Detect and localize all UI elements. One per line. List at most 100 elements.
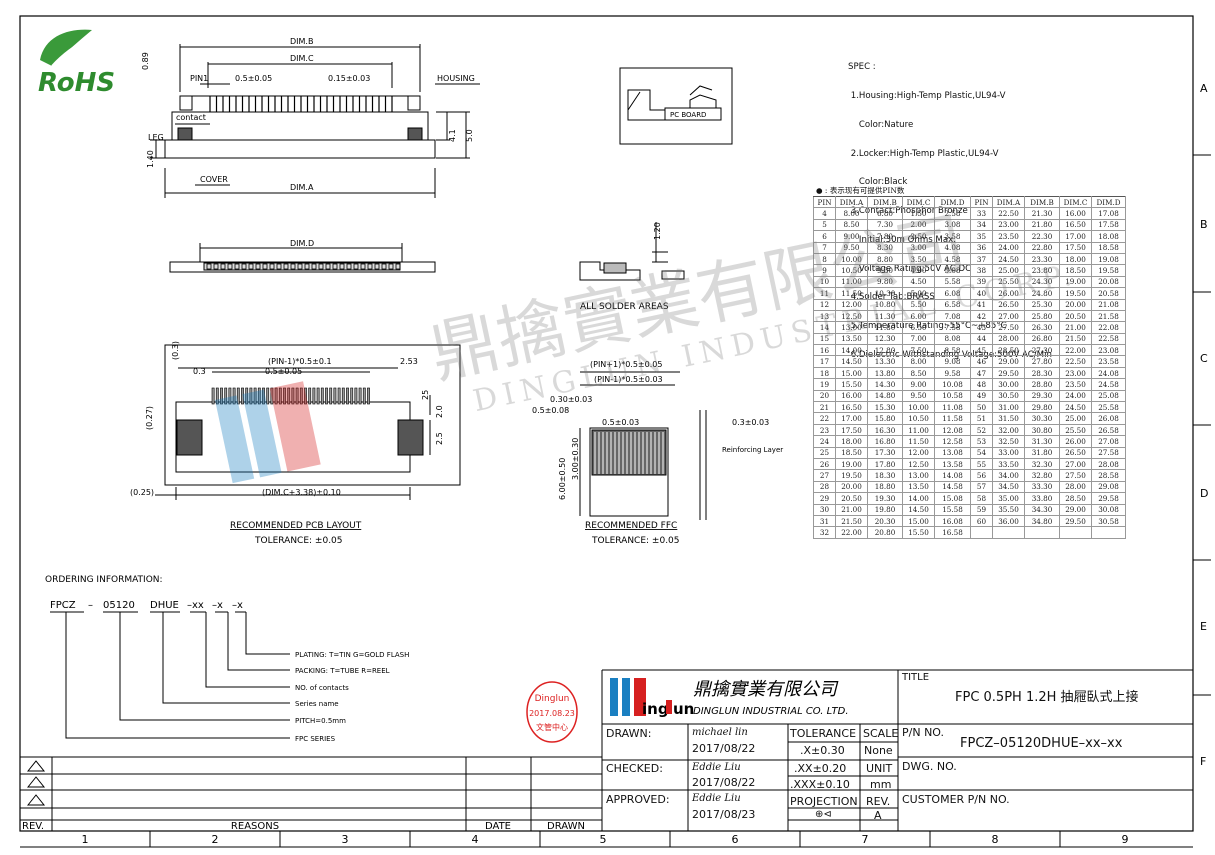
order-series: Series name [295, 700, 339, 708]
zone-row-b: B [1200, 218, 1208, 231]
front-view-labels: DIM.B DIM.C PIN1 0.5±0.05 0.15±0.03 HOUS… [141, 37, 475, 192]
dim-d-label: DIM.D [290, 239, 314, 248]
zone-ruler-right [1193, 154, 1211, 696]
checked-by: Eddie Liu [692, 762, 741, 773]
table-cell: 16.08 [934, 514, 971, 528]
top-pin [353, 263, 359, 270]
pcb-pad [350, 387, 354, 405]
table-cell: 29.08 [1091, 480, 1126, 494]
top-pin [227, 263, 233, 270]
table-cell: 5.08 [934, 264, 971, 277]
solder-height-120: 1.20 [653, 222, 662, 240]
zone-row-c: C [1200, 352, 1208, 365]
table-cell: 18 [813, 366, 836, 380]
table-cell: 36.00 [992, 514, 1025, 528]
table-cell: 17.80 [867, 457, 903, 471]
housing-label: HOUSING [437, 74, 475, 83]
table-cell: 37 [970, 252, 993, 266]
table-cell: 12.00 [835, 298, 868, 311]
order-pitch: PITCH=0.5mm [295, 717, 346, 725]
drawn-header: DRAWN [547, 821, 585, 832]
table-cell: 31.00 [992, 401, 1025, 414]
table-cell: 13 [813, 309, 836, 323]
projection-symbol-icon: ⊕⊲ [815, 809, 832, 820]
table-cell: 19.30 [867, 492, 903, 505]
table-cell: 12.50 [835, 309, 868, 323]
table-cell: 58 [970, 492, 993, 505]
code-dhue: DHUE [150, 600, 179, 611]
logo-text-ing: ing [642, 700, 669, 718]
table-cell: 6.00 [902, 309, 935, 323]
table-cell: 30.30 [1024, 412, 1060, 425]
table-cell: 45 [970, 344, 993, 357]
solder-areas-label: ALL SOLDER AREAS [580, 302, 669, 312]
table-cell: 19.58 [1091, 264, 1126, 277]
pcb-pad [220, 387, 223, 405]
top-pin [248, 263, 254, 270]
table-cell: 6.80 [867, 207, 903, 220]
pcb-dim-20: 2.0 [435, 405, 444, 418]
height-140: 1.40 [146, 150, 155, 168]
unit-label: UNIT [866, 762, 893, 775]
unit-value: mm [870, 778, 892, 791]
ffc-dim-h: 3.00±0.30 [571, 438, 580, 480]
table-cell: 4.58 [934, 252, 971, 266]
top-pin [283, 263, 289, 270]
table-cell: 20.50 [835, 492, 868, 505]
dwg-no-label: DWG. NO. [902, 760, 957, 773]
pcb-layout-labels: (PIN-1)*0.5±0.1 2.53 0.3 0.5±0.05 (0.3) … [130, 341, 444, 546]
table-cell: 23.80 [1024, 264, 1060, 277]
table-cell: 36 [970, 241, 993, 254]
pcb-pad [287, 387, 291, 405]
height-41: 4.1 [448, 129, 457, 142]
code-xx: –xx [187, 600, 204, 611]
table-cell: 60 [970, 514, 993, 528]
table-cell: 15.80 [867, 412, 903, 425]
table-header-cell: PIN [813, 195, 836, 209]
table-cell [1091, 526, 1126, 539]
spec-title: SPEC : [848, 62, 876, 73]
ffc-view [579, 371, 707, 520]
table-cell: 12.50 [902, 457, 935, 471]
table-cell: 27.30 [1024, 344, 1060, 357]
table-cell: 24.58 [1091, 378, 1126, 391]
dim-c-label: DIM.C [290, 54, 314, 63]
table-cell: 30.00 [992, 378, 1025, 391]
table-cell: 12.00 [902, 446, 935, 460]
table-cell: 27 [813, 469, 836, 482]
customer-pn-label: CUSTOMER P/N NO. [902, 793, 1010, 806]
table-cell: 31.30 [1024, 435, 1060, 448]
table-cell: 25.50 [1059, 423, 1092, 437]
table-cell: 17.08 [1091, 207, 1126, 220]
rohs-logo: RoHS [38, 29, 115, 98]
tolerance-label: TOLERANCE [790, 727, 857, 740]
table-cell: 47 [970, 366, 993, 380]
scale-label: SCALE [863, 727, 899, 740]
table-cell: 22.00 [1059, 344, 1092, 357]
order-packing: PACKING: T=TUBE R=REEL [295, 667, 390, 675]
pcb-dim-025: (0.25) [130, 488, 154, 497]
table-cell: 29 [813, 492, 836, 505]
table-cell: 22 [813, 412, 836, 425]
table-cell: 26.00 [1059, 435, 1092, 448]
table-cell: 29.00 [992, 355, 1025, 368]
pcb-pad [257, 387, 261, 405]
table-cell: 25 [813, 446, 836, 460]
pcb-dim-253: 2.53 [400, 357, 418, 366]
company-cn-name: 鼎擒實業有限公司 [693, 679, 839, 700]
table-cell: 53 [970, 435, 993, 448]
table-cell: 24.80 [1024, 287, 1060, 300]
table-cell: 57 [970, 480, 993, 494]
top-pin [381, 263, 387, 270]
table-cell: 29.50 [1059, 514, 1092, 528]
table-cell: 10.80 [867, 298, 903, 311]
table-cell: 14.00 [835, 344, 868, 357]
